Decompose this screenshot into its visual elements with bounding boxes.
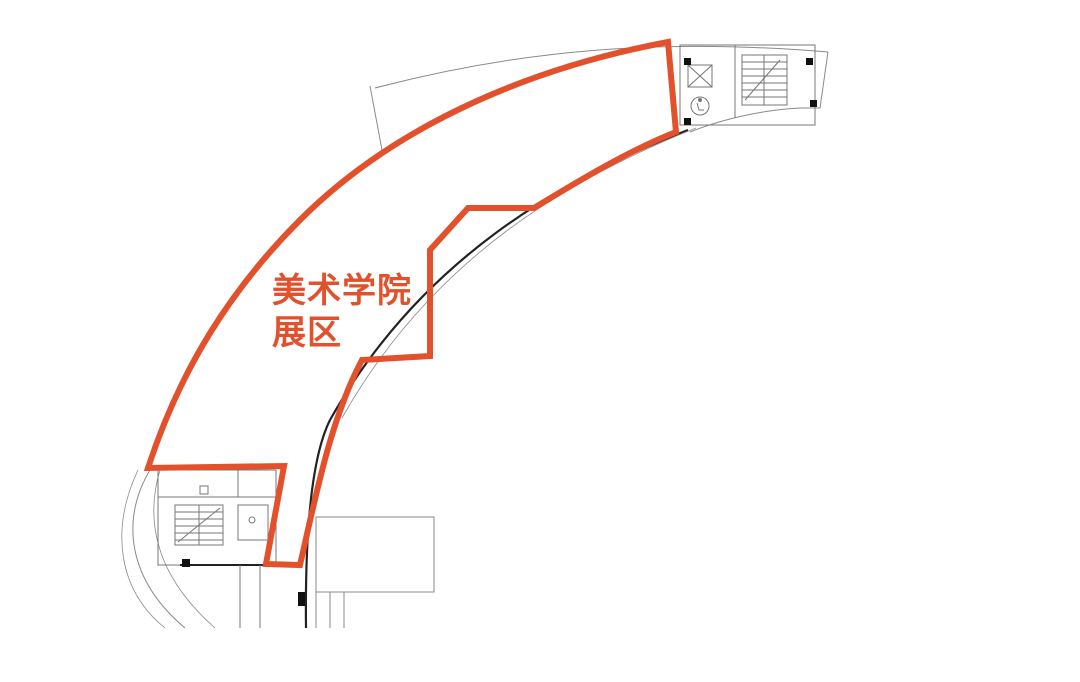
wheelchair-icon (690, 96, 710, 116)
core-lower-left (157, 469, 305, 628)
exhibition-zone-outline (143, 38, 680, 569)
annex-block (315, 516, 435, 628)
stairs-icon (174, 504, 224, 546)
core-upper-right (679, 44, 817, 126)
building-outline (121, 45, 829, 629)
stairs-icon (741, 54, 788, 106)
